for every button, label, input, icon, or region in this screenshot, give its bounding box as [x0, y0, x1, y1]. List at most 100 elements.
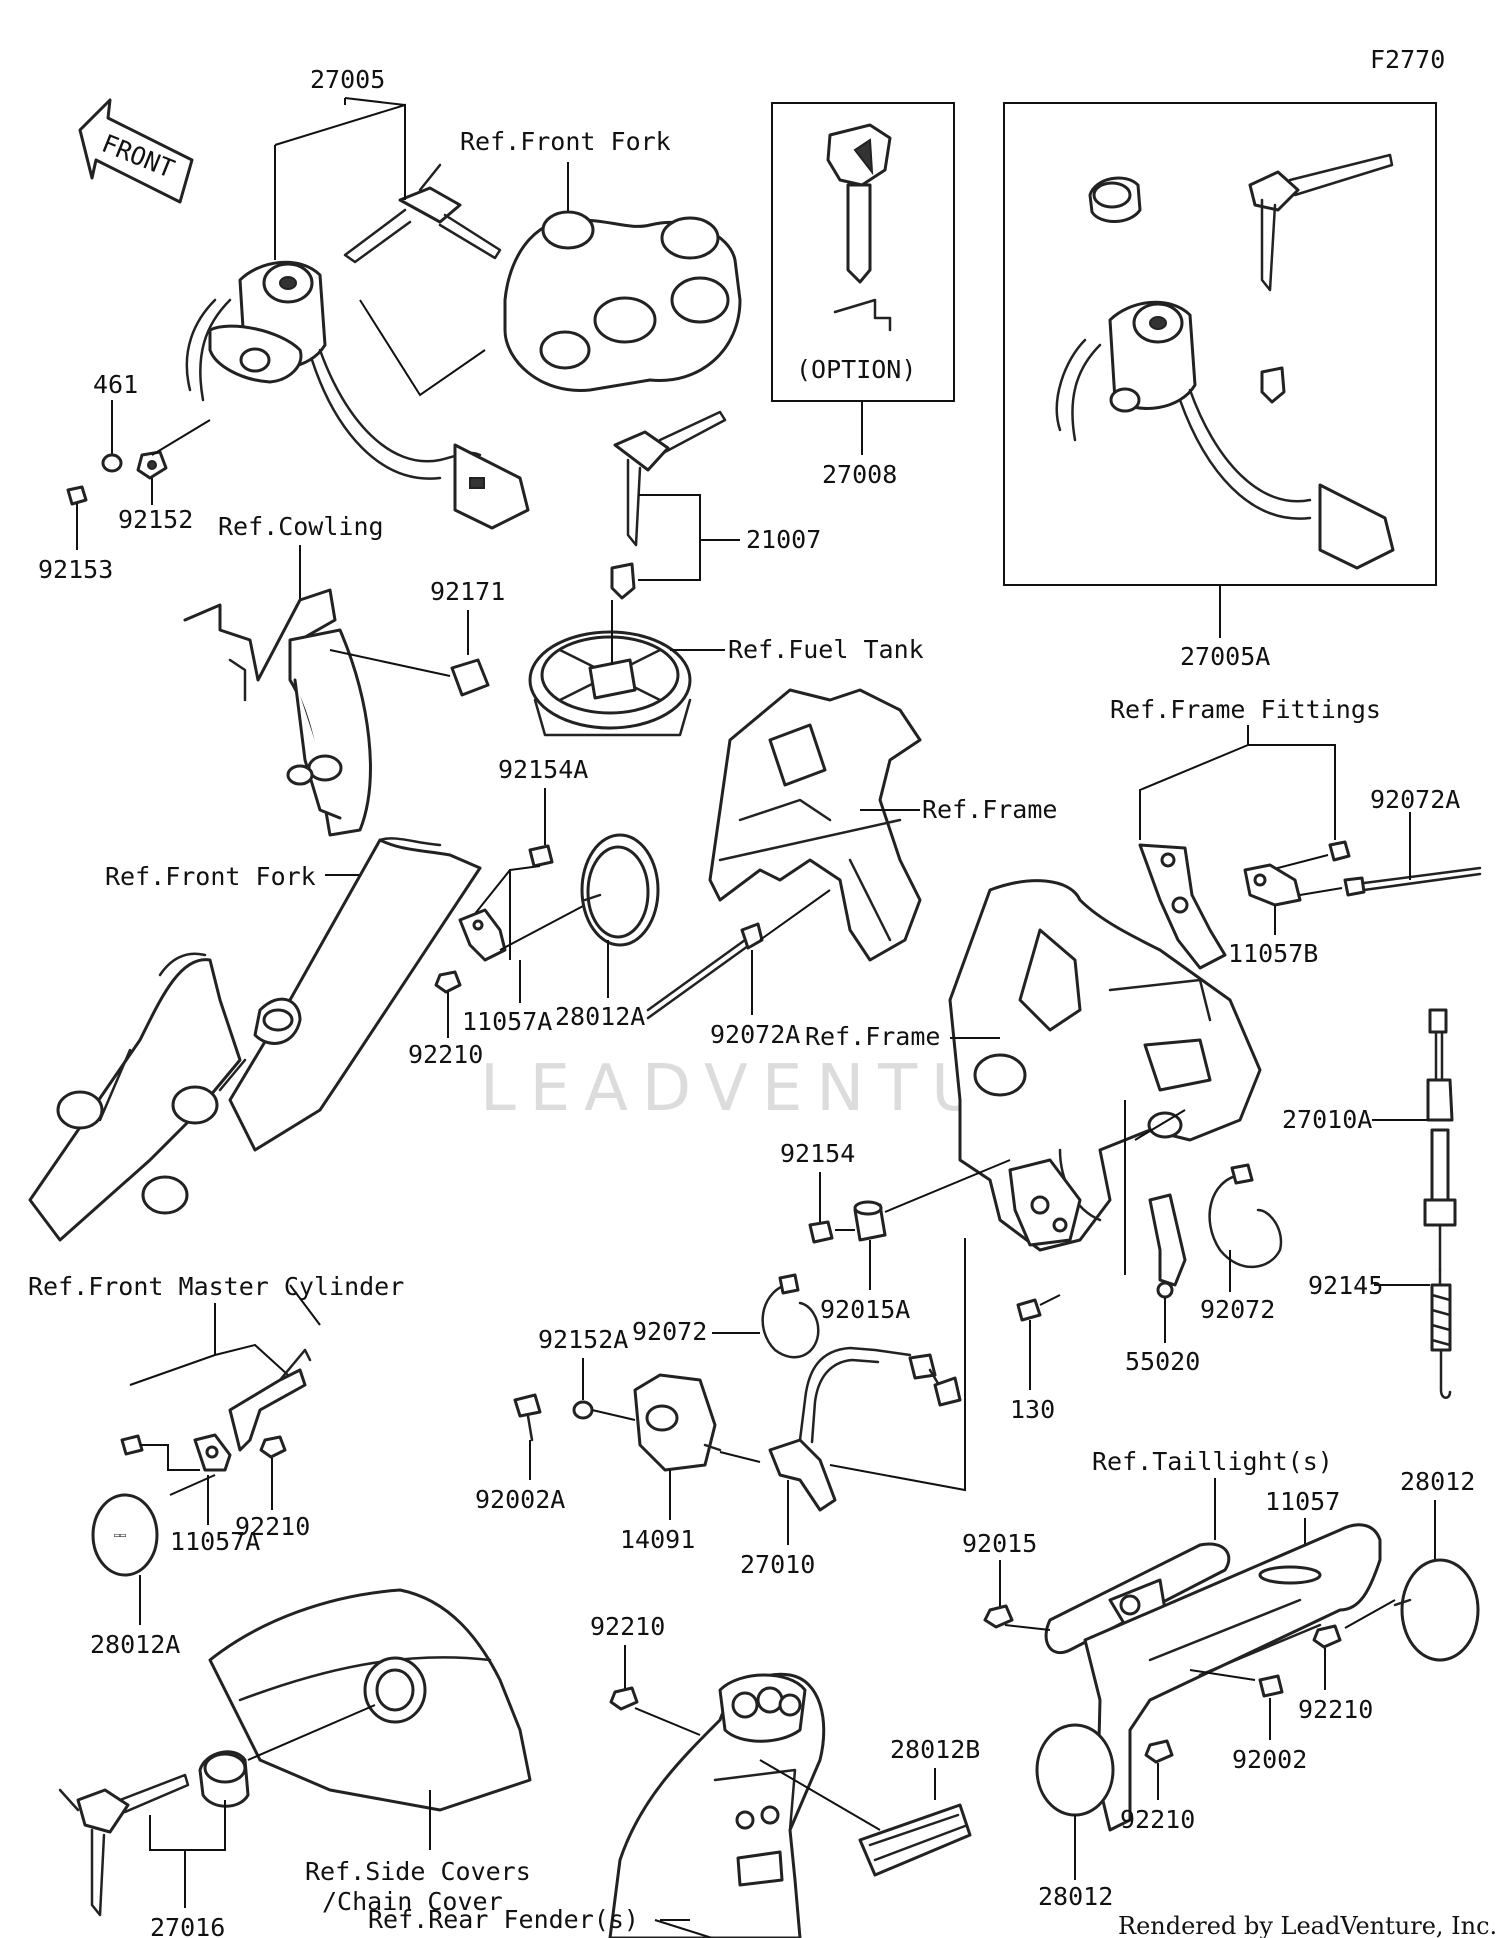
part-label-55020: 55020 — [1125, 1347, 1200, 1376]
switch-sensor-icon — [1423, 1008, 1457, 1272]
nut-icon — [609, 1686, 639, 1711]
option-label: (OPTION) — [796, 355, 916, 384]
bolt-icon — [1328, 840, 1351, 862]
part-label-27005: 27005 — [310, 65, 385, 94]
part-label-27010A: 27010A — [1282, 1105, 1372, 1134]
nut-icon — [259, 1435, 287, 1459]
band-clamp-icon — [761, 1273, 820, 1359]
ref-side-covers-2: /Chain Cover — [322, 1887, 503, 1916]
part-label-92152A: 92152A — [538, 1325, 628, 1354]
part-label-11057B: 11057B — [1228, 939, 1318, 968]
rear-reflector-icon — [858, 1803, 972, 1877]
ref-frame-lower: Ref.Frame — [805, 1022, 940, 1051]
part-label-92072-right: 92072 — [1200, 1295, 1275, 1324]
frame-upper-icon — [708, 688, 922, 962]
bolt-icon — [808, 1220, 834, 1244]
part-label-92002: 92002 — [1232, 1745, 1307, 1774]
footer-credit: Rendered by LeadVenture, Inc. — [1118, 1912, 1497, 1938]
frame-fitting-bracket-icon — [1138, 843, 1227, 970]
nut-icon — [1312, 1624, 1342, 1649]
side-stand-switch-icon — [768, 1346, 962, 1512]
svg-text:▭▭: ▭▭ — [114, 1530, 126, 1541]
part-label-11057A-mid: 11057A — [462, 1007, 552, 1036]
nut-icon — [434, 970, 462, 994]
ignition-switch-icon — [185, 260, 530, 530]
reflector-icon — [1035, 1723, 1115, 1817]
seat-lock-icon — [198, 1750, 250, 1808]
stand-bracket-icon — [1148, 1193, 1187, 1299]
part-label-130: 130 — [1010, 1395, 1055, 1424]
part-label-92152: 92152 — [118, 505, 193, 534]
part-label-92072A-mid: 92072A — [710, 1020, 800, 1049]
part-label-28012-top: 28012 — [1400, 1467, 1475, 1496]
front-arrow-icon: FRONT — [78, 98, 194, 204]
bracket-icon — [458, 908, 507, 962]
ref-side-covers-1: Ref.Side Covers — [305, 1857, 531, 1886]
lock-insert-icon — [1260, 366, 1286, 404]
part-label-92210-mid: 92210 — [408, 1040, 483, 1069]
key-pair-icon — [1248, 153, 1394, 292]
part-label-28012A-left: 28012A — [90, 1630, 180, 1659]
master-cylinder-bracket-icon — [193, 1348, 312, 1472]
part-label-28012A-mid: 28012A — [555, 1002, 645, 1031]
clip-nut-icon — [450, 658, 490, 697]
bolt-icon — [513, 1393, 542, 1442]
cowling-bracket-icon — [183, 588, 372, 837]
nut-icon — [1144, 1739, 1174, 1764]
part-label-21007: 21007 — [746, 525, 821, 554]
part-label-92210-left: 92210 — [235, 1512, 310, 1541]
spring-icon — [1430, 1268, 1452, 1399]
part-label-27008: 27008 — [822, 460, 897, 489]
nut-icon — [983, 1604, 1014, 1629]
front-fork-icon — [28, 837, 482, 1242]
part-label-92145: 92145 — [1308, 1271, 1383, 1300]
reflector-icon: ▭▭ — [91, 1493, 159, 1577]
side-cover-icon — [208, 1588, 532, 1812]
frame-lower-icon — [948, 879, 1262, 1252]
part-label-461: 461 — [93, 370, 138, 399]
license-bracket-icon — [1044, 1523, 1382, 1832]
part-label-14091: 14091 — [620, 1525, 695, 1554]
bolt-icon — [528, 844, 554, 868]
rear-fender-icon — [608, 1672, 826, 1938]
reflector-icon — [580, 833, 660, 947]
part-label-92153: 92153 — [38, 555, 113, 584]
ref-front-fork-top: Ref.Front Fork — [460, 127, 671, 156]
part-label-92002A: 92002A — [475, 1485, 565, 1514]
ref-front-master-cylinder: Ref.Front Master Cylinder — [28, 1272, 404, 1301]
washer-icon — [101, 453, 123, 473]
part-label-92210-rr2: 92210 — [1120, 1805, 1195, 1834]
washer-icon — [572, 1400, 594, 1420]
part-label-92154: 92154 — [780, 1139, 855, 1168]
blank-key-icon — [826, 123, 892, 332]
bolt-icon — [120, 1434, 144, 1456]
ref-fuel-tank: Ref.Fuel Tank — [728, 635, 924, 664]
reflector-icon — [1393, 1558, 1480, 1662]
bolt-icon — [1258, 1674, 1284, 1698]
part-label-92072A-right: 92072A — [1370, 785, 1460, 814]
ref-taillights: Ref.Taillight(s) — [1092, 1447, 1333, 1476]
ref-frame-upper: Ref.Frame — [922, 795, 1057, 824]
key-pair-icon — [343, 163, 502, 264]
figure-code: F2770 — [1370, 45, 1445, 74]
part-label-27016: 27016 — [150, 1913, 225, 1938]
bolt-icon — [66, 485, 88, 506]
fuel-cap-icon — [528, 630, 692, 737]
lock-insert-icon — [610, 562, 636, 600]
part-label-92154A: 92154A — [498, 755, 588, 784]
ref-front-fork-left: Ref.Front Fork — [105, 862, 316, 891]
key-pair-icon — [58, 1773, 190, 1917]
part-label-92015A: 92015A — [820, 1295, 910, 1324]
ignition-switch-icon — [1055, 300, 1395, 570]
part-label-92171: 92171 — [430, 577, 505, 606]
nut-icon — [136, 450, 168, 480]
part-label-27005A: 27005A — [1180, 642, 1270, 671]
sensor-wire-icon — [1343, 866, 1482, 897]
part-label-28012B: 28012B — [890, 1735, 980, 1764]
part-label-28012-bottom: 28012 — [1038, 1882, 1113, 1911]
part-label-92015: 92015 — [962, 1529, 1037, 1558]
bolt-icon — [1016, 1298, 1042, 1322]
ref-rear-fender: Ref.Rear Fender(s) — [368, 1905, 639, 1934]
part-label-11057: 11057 — [1265, 1487, 1340, 1516]
